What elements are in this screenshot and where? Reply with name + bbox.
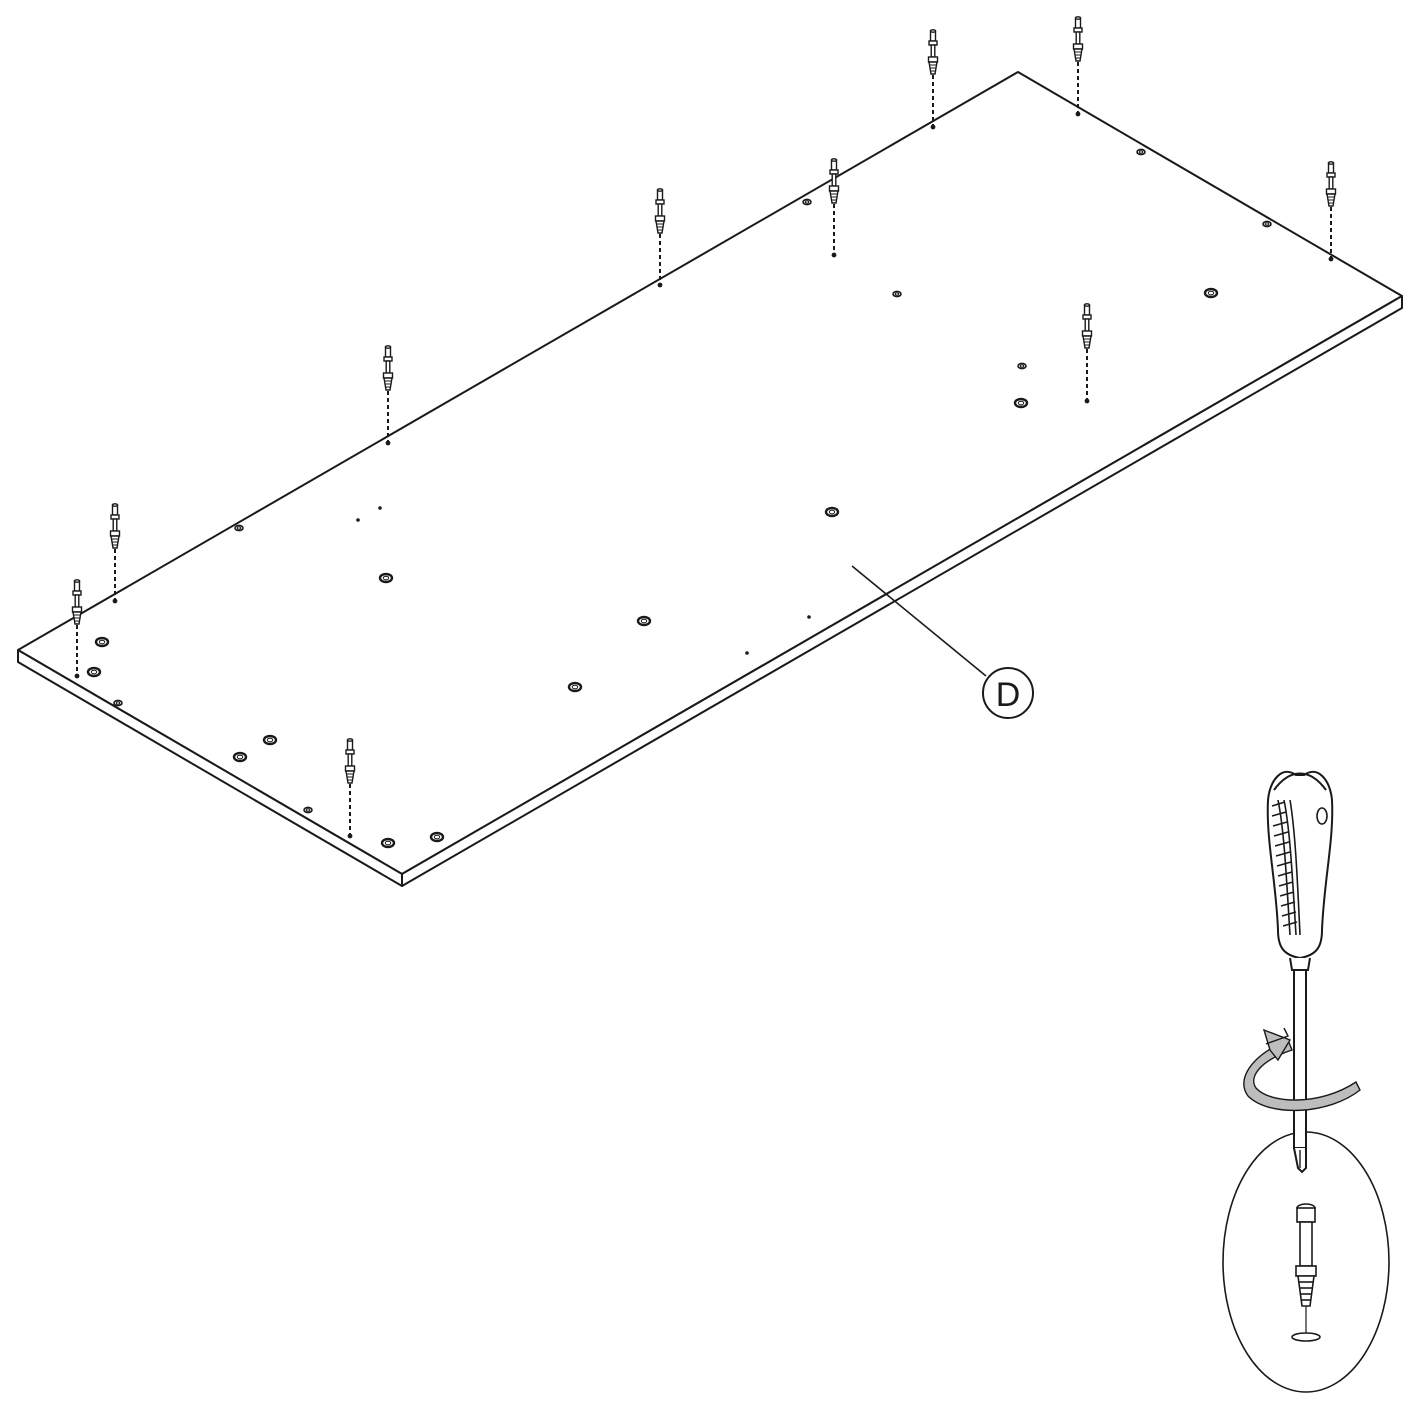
cam-bolt-icon	[654, 188, 666, 288]
screwdriver-detail	[1222, 770, 1390, 1393]
cam-bolt-icon	[1325, 161, 1337, 262]
pin-hole	[807, 615, 811, 619]
cam-hole	[380, 837, 396, 849]
cam-hole	[86, 666, 102, 678]
rotate-arrow-icon	[1243, 1027, 1361, 1112]
panel-d	[17, 71, 1403, 887]
cam-hole	[94, 636, 110, 648]
cam-bolt-icon	[1072, 16, 1084, 117]
panel-right-edge	[401, 295, 1403, 887]
panel-label: D	[996, 676, 1021, 714]
cam-bolt-icon	[344, 738, 356, 839]
cam-hole	[824, 506, 840, 518]
cam-bolt-icon	[109, 503, 121, 604]
cam-hole	[378, 572, 394, 584]
leader-line	[851, 565, 987, 677]
cam-hole	[234, 524, 244, 532]
cam-hole	[429, 831, 445, 843]
cam-bolt-icon	[71, 579, 83, 679]
cam-hole	[636, 615, 652, 627]
panel-label-callout: D	[851, 565, 1034, 719]
cam-bolt-icon	[828, 158, 840, 258]
cam-hole	[1013, 397, 1029, 409]
cam-hole	[567, 681, 583, 693]
cam-hole	[232, 751, 248, 763]
cam-hole	[892, 290, 902, 298]
cam-hole	[1136, 148, 1146, 156]
pin-hole	[378, 506, 382, 510]
pin-hole	[356, 518, 360, 522]
cam-bolt-icon	[1081, 303, 1093, 404]
cam-hole	[262, 734, 278, 746]
cam-hole	[303, 806, 313, 814]
panel-holes	[86, 148, 1272, 849]
cam-hole	[1203, 287, 1219, 299]
cam-hole	[802, 198, 812, 206]
screwdriver-icon	[1266, 770, 1334, 1174]
cam-hole	[1017, 362, 1027, 370]
cam-bolts	[71, 16, 1337, 839]
panel-top-face	[17, 71, 1403, 875]
cam-bolt-icon	[382, 345, 394, 446]
cam-hole	[1262, 220, 1272, 228]
cam-bolt-icon	[927, 29, 939, 130]
cam-bolt-icon	[1291, 1203, 1321, 1342]
cam-hole	[113, 699, 123, 707]
pin-hole	[745, 651, 749, 655]
label-circle	[982, 667, 1034, 719]
